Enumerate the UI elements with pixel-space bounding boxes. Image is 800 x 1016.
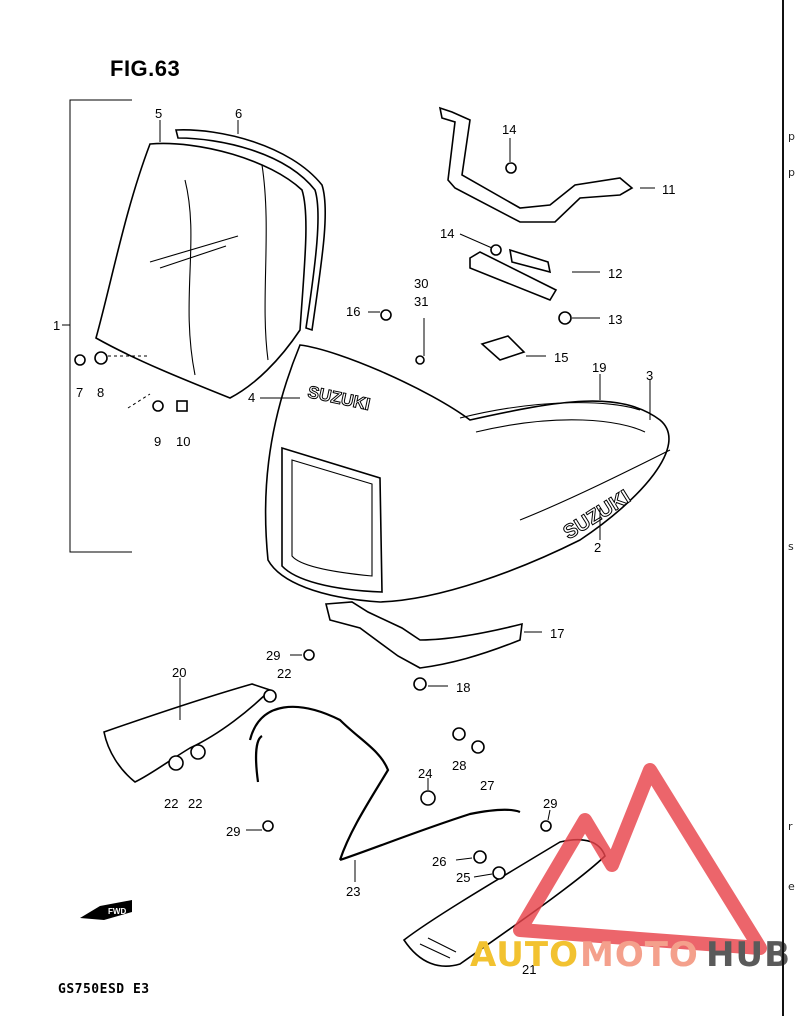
part-number-label-26: 26	[432, 854, 446, 869]
part-number-label-20: 20	[172, 665, 186, 680]
watermark-text-a: AUTO	[470, 935, 579, 975]
watermark-text: AUTO MOTO HUB	[470, 935, 791, 975]
part-number-label-27: 27	[480, 778, 494, 793]
group-bracket-1	[62, 99, 132, 553]
part-number-label-2: 2	[594, 540, 601, 555]
figure-title: FIG.63	[110, 56, 181, 81]
part-number-label-22: 22	[164, 796, 178, 811]
model-code: GS750ESD E3	[58, 982, 150, 997]
lower-cover-17	[324, 601, 523, 669]
page-edge	[782, 0, 784, 1016]
part-number-label-29: 29	[226, 824, 240, 839]
watermark-text-b: MOTO	[580, 935, 699, 975]
edge-glyph-3: s	[788, 540, 794, 553]
part-number-label-7: 7	[76, 385, 83, 400]
edge-glyph-2: p	[788, 166, 795, 179]
part-number-label-3: 3	[646, 368, 653, 383]
part-number-label-25: 25	[456, 870, 470, 885]
part-number-label-14: 14	[440, 226, 454, 241]
windscreen	[95, 142, 307, 399]
part-number-label-19: 19	[592, 360, 606, 375]
part-number-label-13: 13	[608, 312, 622, 327]
fairing-frame-23	[248, 705, 521, 862]
part-number-label-29: 29	[266, 648, 280, 663]
part-number-label-22: 22	[277, 666, 291, 681]
part-number-label-9: 9	[154, 434, 161, 449]
edge-glyph-1: p	[788, 130, 795, 143]
leader-lines	[159, 120, 655, 882]
part-number-label-16: 16	[346, 304, 360, 319]
edge-glyph-4: r	[788, 820, 793, 833]
part-number-label-5: 5	[155, 106, 162, 121]
fairing-stay-11	[438, 106, 634, 223]
part-number-label-15: 15	[554, 350, 568, 365]
bolts-nuts	[168, 162, 572, 880]
edge-glyph-5: e	[788, 880, 795, 893]
watermark-text-c: HUB	[706, 935, 791, 975]
part-number-label-4: 4	[248, 390, 255, 405]
bracket-15	[480, 335, 526, 361]
part-number-label-12: 12	[608, 266, 622, 281]
part-number-label-8: 8	[97, 385, 104, 400]
part-number-label-29: 29	[543, 796, 557, 811]
bracket-12	[469, 251, 558, 301]
part-number-label-30: 30	[414, 276, 428, 291]
part-number-label-21: 21	[522, 962, 536, 977]
part-number-label-28: 28	[452, 758, 466, 773]
part-number-label-1: 1	[53, 318, 60, 333]
screen-trim-rubber	[174, 129, 327, 332]
screen-hardware	[74, 351, 188, 412]
svg-text:FWD: FWD	[108, 907, 126, 916]
part-number-label-17: 17	[550, 626, 564, 641]
part-number-label-11: 11	[662, 182, 676, 197]
part-number-label-10: 10	[176, 434, 190, 449]
part-number-label-23: 23	[346, 884, 360, 899]
part-number-label-14: 14	[502, 122, 516, 137]
fwd-arrow-icon: FWD	[80, 900, 132, 920]
part-number-label-31: 31	[414, 294, 428, 309]
part-number-label-24: 24	[418, 766, 432, 781]
side-cover-20	[103, 683, 272, 783]
part-number-label-22: 22	[188, 796, 202, 811]
part-number-label-6: 6	[235, 106, 242, 121]
part-number-label-18: 18	[456, 680, 470, 695]
watermark-logo	[513, 763, 767, 955]
